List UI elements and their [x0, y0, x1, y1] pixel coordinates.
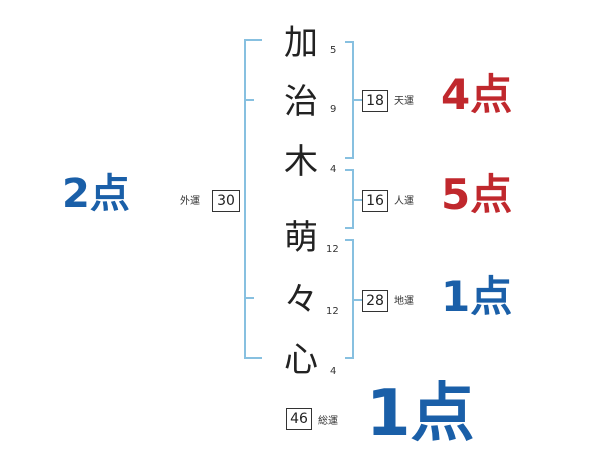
strokes-3: 4 [330, 164, 337, 175]
tenun-label: 天運 [394, 96, 414, 107]
souun-score: 1点 [366, 377, 475, 451]
tenun-score: 4点 [441, 70, 513, 119]
strokes-5: 12 [326, 306, 339, 317]
jinun-bracket [345, 169, 354, 229]
strokes-1: 5 [330, 45, 337, 56]
char-4: 萌 [284, 218, 318, 258]
jinun-value-box: 16 [362, 190, 388, 212]
tenun-bracket [345, 41, 354, 159]
jinun-label: 人運 [394, 196, 414, 207]
chiun-value-box: 28 [362, 290, 388, 312]
outer-bracket [244, 39, 262, 359]
char-3: 木 [284, 142, 318, 182]
char-2: 治 [284, 82, 318, 122]
gaiun-value-box: 30 [212, 190, 240, 212]
jinun-score: 5点 [441, 170, 513, 219]
char-1: 加 [284, 23, 318, 63]
gaiun-score: 2点 [62, 171, 130, 217]
strokes-2: 9 [330, 104, 337, 115]
chiun-label: 地運 [394, 296, 414, 307]
chiun-score: 1点 [441, 272, 513, 321]
char-5: 々 [284, 280, 318, 320]
souun-label: 総運 [318, 416, 338, 427]
strokes-4: 12 [326, 244, 339, 255]
char-6: 心 [284, 340, 318, 380]
gaiun-label: 外運 [180, 196, 200, 207]
chiun-bracket [345, 239, 354, 359]
souun-value-box: 46 [286, 408, 312, 430]
tenun-value-box: 18 [362, 90, 388, 112]
strokes-6: 4 [330, 366, 337, 377]
